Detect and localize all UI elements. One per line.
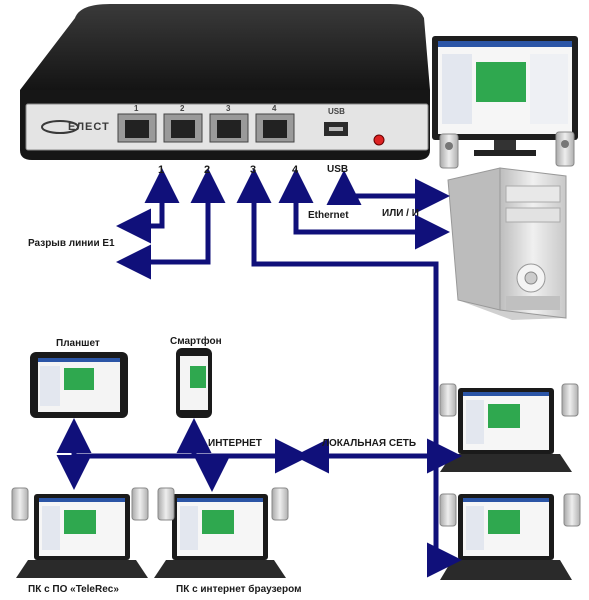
router-usb-mark: USB [328, 107, 345, 116]
laptop-local-2 [440, 494, 572, 580]
ethernet-label: Ethernet [308, 210, 349, 221]
tablet-label: Планшет [56, 338, 100, 349]
or-and-label: ИЛИ / И [382, 208, 419, 219]
pc-telerec-label: ПК с ПО «TeleRec» [28, 584, 119, 595]
speaker-local-1-right [561, 383, 579, 417]
pc-tower [447, 167, 567, 320]
speaker-local-2-left [439, 493, 457, 527]
speaker-local-1-left [439, 383, 457, 417]
rj45-port-4 [255, 113, 295, 143]
rj45-port-3 [209, 113, 249, 143]
port-label-1: 1 [158, 164, 165, 176]
laptop-telerec [16, 494, 148, 578]
router-device [20, 4, 430, 160]
power-led-icon [373, 134, 385, 146]
usb-port [324, 122, 348, 136]
laptop-local-1 [440, 388, 572, 472]
router-top [20, 4, 430, 90]
router-port-mark-2: 2 [180, 104, 185, 113]
rj45-port-1 [117, 113, 157, 143]
laptop-browser [154, 494, 286, 578]
brand-logo-icon [41, 120, 79, 134]
desktop-monitor [432, 36, 578, 156]
tablet-device [30, 352, 128, 418]
arrow-usb-pc [341, 178, 450, 214]
speaker-left-top [439, 133, 459, 169]
e1-break-label: Разрыв линии E1 [28, 238, 115, 249]
router-port-mark-3: 3 [226, 104, 231, 113]
rj45-port-2 [163, 113, 203, 143]
smartphone-label: Смартфон [170, 336, 222, 347]
speaker-local-2-right [563, 493, 581, 527]
port-label-3: 3 [250, 164, 257, 176]
speaker-browser-right [271, 487, 289, 521]
local-network-label: ЛОКАЛЬНАЯ СЕТЬ [322, 438, 417, 449]
router-port-mark-1: 1 [134, 104, 139, 113]
usb-label: USB [327, 164, 349, 175]
port-label-4: 4 [292, 164, 299, 176]
smartphone-device [176, 348, 212, 418]
speaker-browser-left [157, 487, 175, 521]
pc-browser-label: ПК с интернет браузером [176, 584, 302, 595]
router-port-mark-4: 4 [272, 104, 277, 113]
speaker-telerec-right [131, 487, 149, 521]
speaker-telerec-left [11, 487, 29, 521]
brand-logo: ЕЛЕСТ [68, 121, 110, 133]
internet-label: ИНТЕРНЕТ [208, 438, 262, 449]
port-label-2: 2 [204, 164, 211, 176]
speaker-right-top [555, 131, 575, 167]
arrow-port1-e1 [116, 190, 165, 244]
